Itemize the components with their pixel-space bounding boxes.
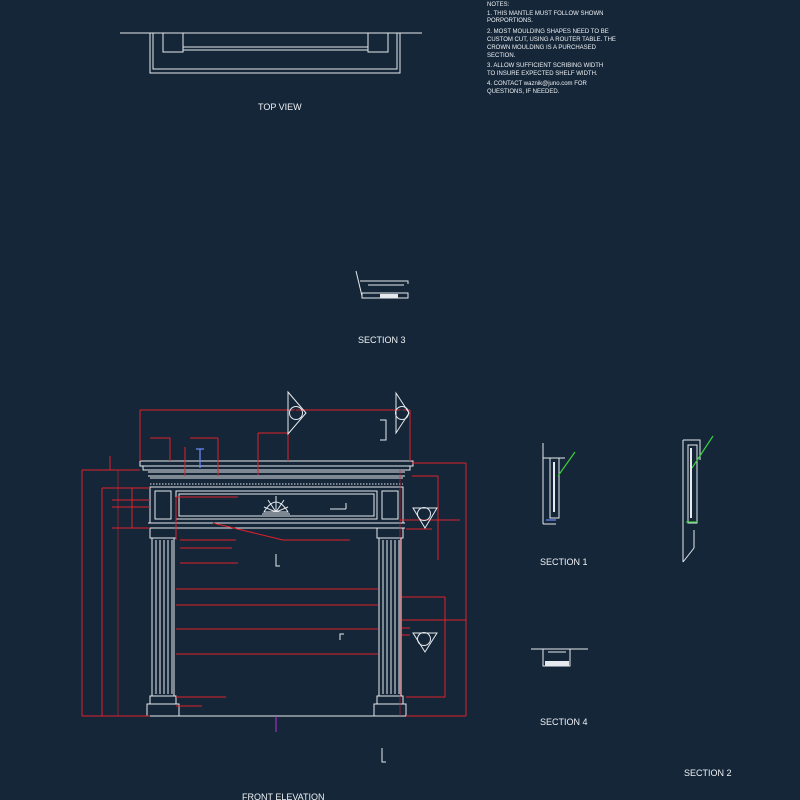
callout-4-number: 4 <box>421 634 426 644</box>
notes-heading: NOTES: <box>487 2 510 8</box>
notes-block: NOTES: 1. THIS MANTLE MUST FOLLOW SHOWN … <box>487 2 616 95</box>
section-2-drawing[interactable] <box>682 435 714 563</box>
note-line: 3. ALLOW SUFFICIENT SCRIBING WIDTH <box>487 63 603 69</box>
callout-2[interactable]: 2 <box>380 391 410 441</box>
note-line: QUESTIONS, IF NEEDED. <box>487 89 560 95</box>
note-line: 2. MOST MOULDING SHAPES NEED TO BE <box>487 29 609 35</box>
front-elevation-label: FRONT ELEVATION <box>242 792 325 800</box>
section-1-drawing[interactable] <box>542 443 576 525</box>
section-3-label: SECTION 3 <box>358 335 406 345</box>
note-line: TO INSURE EXPECTED SHELF WIDTH. <box>487 71 598 77</box>
callout-2-number: 2 <box>399 408 404 418</box>
section-3-drawing[interactable] <box>355 270 409 299</box>
front-elevation-drawing[interactable] <box>138 448 414 763</box>
note-line: SECTION. <box>487 53 516 59</box>
callout-1[interactable]: 1 <box>287 390 307 436</box>
note-line: 1. THIS MANTLE MUST FOLLOW SHOWN <box>487 11 603 17</box>
callout-1-number: 1 <box>293 408 298 418</box>
top-view-label: TOP VIEW <box>258 102 302 112</box>
top-view-drawing[interactable] <box>120 32 422 74</box>
callout-3-number: 3 <box>421 509 426 519</box>
section-4-drawing[interactable] <box>531 648 588 667</box>
callout-3[interactable]: 3 <box>412 507 438 529</box>
callout-4[interactable]: 4 <box>412 632 438 653</box>
section-4-label: SECTION 4 <box>540 717 588 727</box>
note-line: CROWN MOULDING IS A PURCHASED <box>487 45 597 51</box>
section-2-label: SECTION 2 <box>684 768 732 778</box>
dimension-lines <box>81 409 467 717</box>
note-line: 4. CONTACT waznik@juno.com FOR <box>487 81 588 87</box>
note-line: PORPORTIONS. <box>487 18 533 24</box>
note-line: CUSTOM CUT, USING A ROUTER TABLE. THE <box>487 37 616 43</box>
section-1-label: SECTION 1 <box>540 557 588 567</box>
